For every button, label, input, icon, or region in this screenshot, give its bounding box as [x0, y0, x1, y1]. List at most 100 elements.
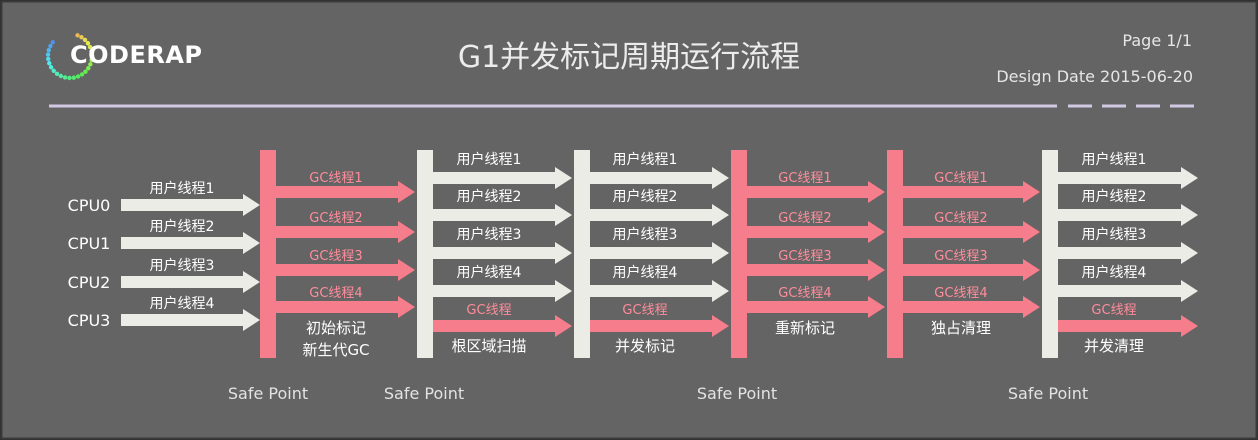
gc-thread-label: GC线程1 [778, 171, 831, 186]
logo-dot [67, 75, 72, 81]
stop-the-world-bar-cleanup [887, 150, 903, 358]
user-thread-arrow-shaft [1058, 172, 1182, 184]
thread-label: 用户线程4 [1082, 264, 1147, 281]
thread-label: 用户线程2 [1082, 188, 1147, 205]
safe-point-labels: Safe Point Safe Point Safe Point Safe Po… [228, 384, 1088, 403]
user-thread-arrow-head [243, 194, 260, 216]
user-thread-arrow-shaft [433, 209, 556, 221]
user-thread-arrow-shaft [433, 247, 556, 259]
safe-point-label: Safe Point [384, 384, 464, 403]
gc-thread-label: GC线程 [1091, 303, 1136, 318]
user-thread-arrow-head [555, 167, 572, 189]
user-thread-arrow-head [712, 242, 729, 264]
user-thread-arrow [121, 271, 260, 293]
gc-thread-arrow-shaft [590, 320, 713, 332]
thread-label: 用户线程3 [1082, 226, 1147, 243]
safe-point-bar [1042, 150, 1058, 358]
gc-thread-label: GC线程4 [778, 286, 831, 301]
thread-label: 用户线程3 [150, 257, 215, 274]
gc-thread-arrow-shaft [276, 264, 399, 276]
user-thread-arrow-shaft [433, 285, 556, 297]
phase-caption: 并发清理 [1084, 337, 1144, 355]
user-thread-arrow-shaft [121, 199, 244, 211]
gc-thread-arrow-head [398, 181, 415, 203]
user-thread-arrow-head [1181, 167, 1198, 189]
stop-the-world-bar-initial-mark [260, 150, 276, 358]
gc-thread-arrow-head [868, 296, 885, 318]
gc-thread-arrow-head [868, 259, 885, 281]
thread-label: 用户线程2 [457, 188, 522, 205]
logo-dot [71, 75, 77, 80]
logo-dot [75, 33, 80, 38]
gc-thread-label: GC线程2 [309, 211, 362, 226]
safe-point-label: Safe Point [697, 384, 777, 403]
gc-thread-arrow-head [1023, 221, 1040, 243]
logo-dot [88, 62, 93, 67]
gc-thread-arrow [433, 315, 572, 337]
thread-label: 用户线程4 [613, 264, 678, 281]
logo-dot [89, 53, 95, 58]
gc-thread-label: GC线程2 [778, 211, 831, 226]
user-thread-arrow [590, 242, 729, 264]
phase-caption: 重新标记 [775, 319, 835, 337]
user-thread-arrow [433, 167, 572, 189]
cpu-label: CPU3 [68, 311, 111, 330]
gc-thread-arrow-shaft [276, 226, 399, 238]
cpu-label: CPU2 [68, 273, 111, 292]
thread-label: 用户线程4 [150, 295, 215, 312]
logo-dot [45, 56, 51, 62]
gc-thread-arrow-head [712, 315, 729, 337]
user-thread-arrow-head [555, 242, 572, 264]
user-thread-arrow [1058, 280, 1198, 302]
user-thread-arrow-shaft [121, 237, 244, 249]
phase-boundary-bar [574, 150, 590, 358]
user-thread-arrow-head [243, 309, 260, 331]
user-thread-arrow-head [243, 232, 260, 254]
gc-thread-arrow-shaft [903, 301, 1024, 313]
gc-thread-label: GC线程 [466, 303, 511, 318]
gc-thread-arrow-head [398, 221, 415, 243]
user-thread-arrow [433, 280, 572, 302]
logo-text: CODERAP [70, 41, 202, 69]
logo-dot [50, 40, 55, 45]
thread-label: 用户线程3 [457, 226, 522, 243]
logo-dot [86, 66, 91, 71]
phase-caption: 并发标记 [615, 337, 675, 355]
gc-thread-label: GC线程2 [934, 211, 987, 226]
gc-thread-arrow [747, 296, 885, 318]
thread-label: 用户线程3 [613, 226, 678, 243]
gc-thread-arrow-shaft [433, 320, 556, 332]
gc-thread-arrow-shaft [747, 264, 869, 276]
user-thread-arrow-shaft [1058, 285, 1182, 297]
gc-thread-arrow-head [398, 296, 415, 318]
user-thread-arrow [1058, 204, 1198, 226]
user-thread-arrow-head [712, 280, 729, 302]
logo-dot [51, 68, 56, 74]
user-thread-arrow-shaft [590, 172, 713, 184]
coderap-logo: CODERAP [45, 33, 202, 81]
safe-point-label: Safe Point [228, 384, 308, 403]
gc-thread-arrow-shaft [903, 264, 1024, 276]
gc-thread-arrow [276, 259, 415, 281]
thread-label: 用户线程1 [1082, 151, 1147, 168]
gc-thread-arrow [276, 181, 415, 203]
gc-thread-arrow-head [555, 315, 572, 337]
logo-dot [89, 57, 94, 63]
user-thread-arrow [1058, 167, 1198, 189]
logo-dot [75, 74, 81, 79]
user-thread-arrow-shaft [590, 247, 713, 259]
gc-thread-label: GC线程3 [934, 249, 987, 264]
cpu-label: CPU0 [68, 196, 111, 215]
gc-thread-arrow-head [1023, 181, 1040, 203]
user-thread-arrow-shaft [590, 209, 713, 221]
user-thread-arrow-shaft [433, 172, 556, 184]
thread-label: 用户线程1 [613, 151, 678, 168]
user-thread-arrow [121, 194, 260, 216]
gc-thread-arrow-shaft [903, 186, 1024, 198]
gc-thread-arrow-head [398, 259, 415, 281]
user-thread-arrow-head [555, 204, 572, 226]
gc-thread-arrow-shaft [276, 186, 399, 198]
gc-thread-arrow-head [868, 181, 885, 203]
logo-dot [79, 35, 84, 40]
gc-thread-arrow [903, 259, 1040, 281]
